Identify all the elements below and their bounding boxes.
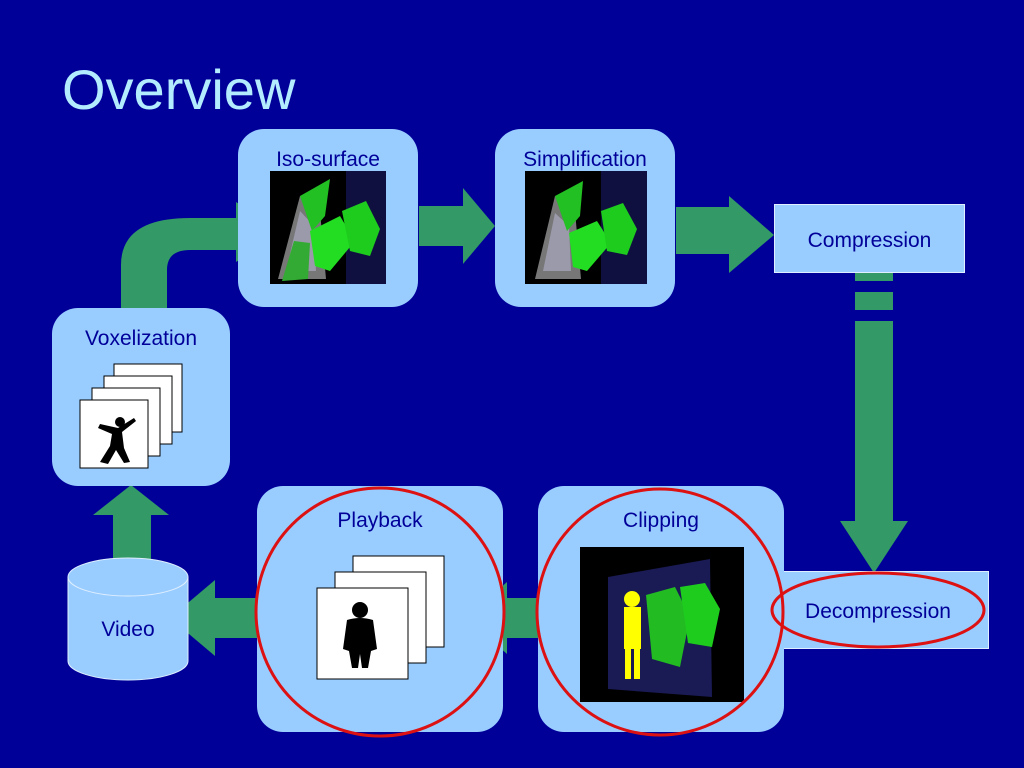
simplification-render-image [525, 171, 647, 284]
playback-label: Playback [337, 509, 423, 532]
compression-label: Compression [807, 229, 932, 252]
decompression-label: Decompression [805, 600, 951, 623]
slide-title: Overview [62, 58, 296, 121]
node-decompression: Decompression [767, 571, 989, 649]
node-clipping: Clipping [538, 486, 784, 732]
simplification-label: Simplification [523, 148, 647, 171]
clipping-label: Clipping [623, 509, 699, 532]
arrow-segment-2 [855, 292, 893, 310]
voxelization-frame-stack [79, 363, 183, 469]
arrow-compression-to-decompression [840, 321, 908, 573]
node-video [67, 557, 189, 681]
arrow-simplification-to-compression [676, 196, 774, 273]
playback-frame-stack [316, 555, 445, 680]
arrow-iso-to-simplification [419, 188, 495, 264]
arrow-video-to-voxelization [93, 485, 169, 562]
arrow-playback-to-video [170, 580, 258, 656]
clipping-render-image [580, 547, 744, 702]
arrow-segment-1 [855, 273, 893, 281]
node-playback: Playback [257, 486, 503, 732]
video-label: Video [101, 618, 155, 641]
node-simplification: Simplification [495, 129, 675, 307]
node-compression: Compression [774, 204, 965, 273]
node-voxelization: Voxelization [52, 308, 230, 486]
node-iso-surface: Iso-surface [238, 129, 418, 307]
voxelization-label: Voxelization [84, 327, 198, 350]
iso-surface-label: Iso-surface [276, 148, 380, 171]
iso-surface-render-image [270, 171, 386, 284]
